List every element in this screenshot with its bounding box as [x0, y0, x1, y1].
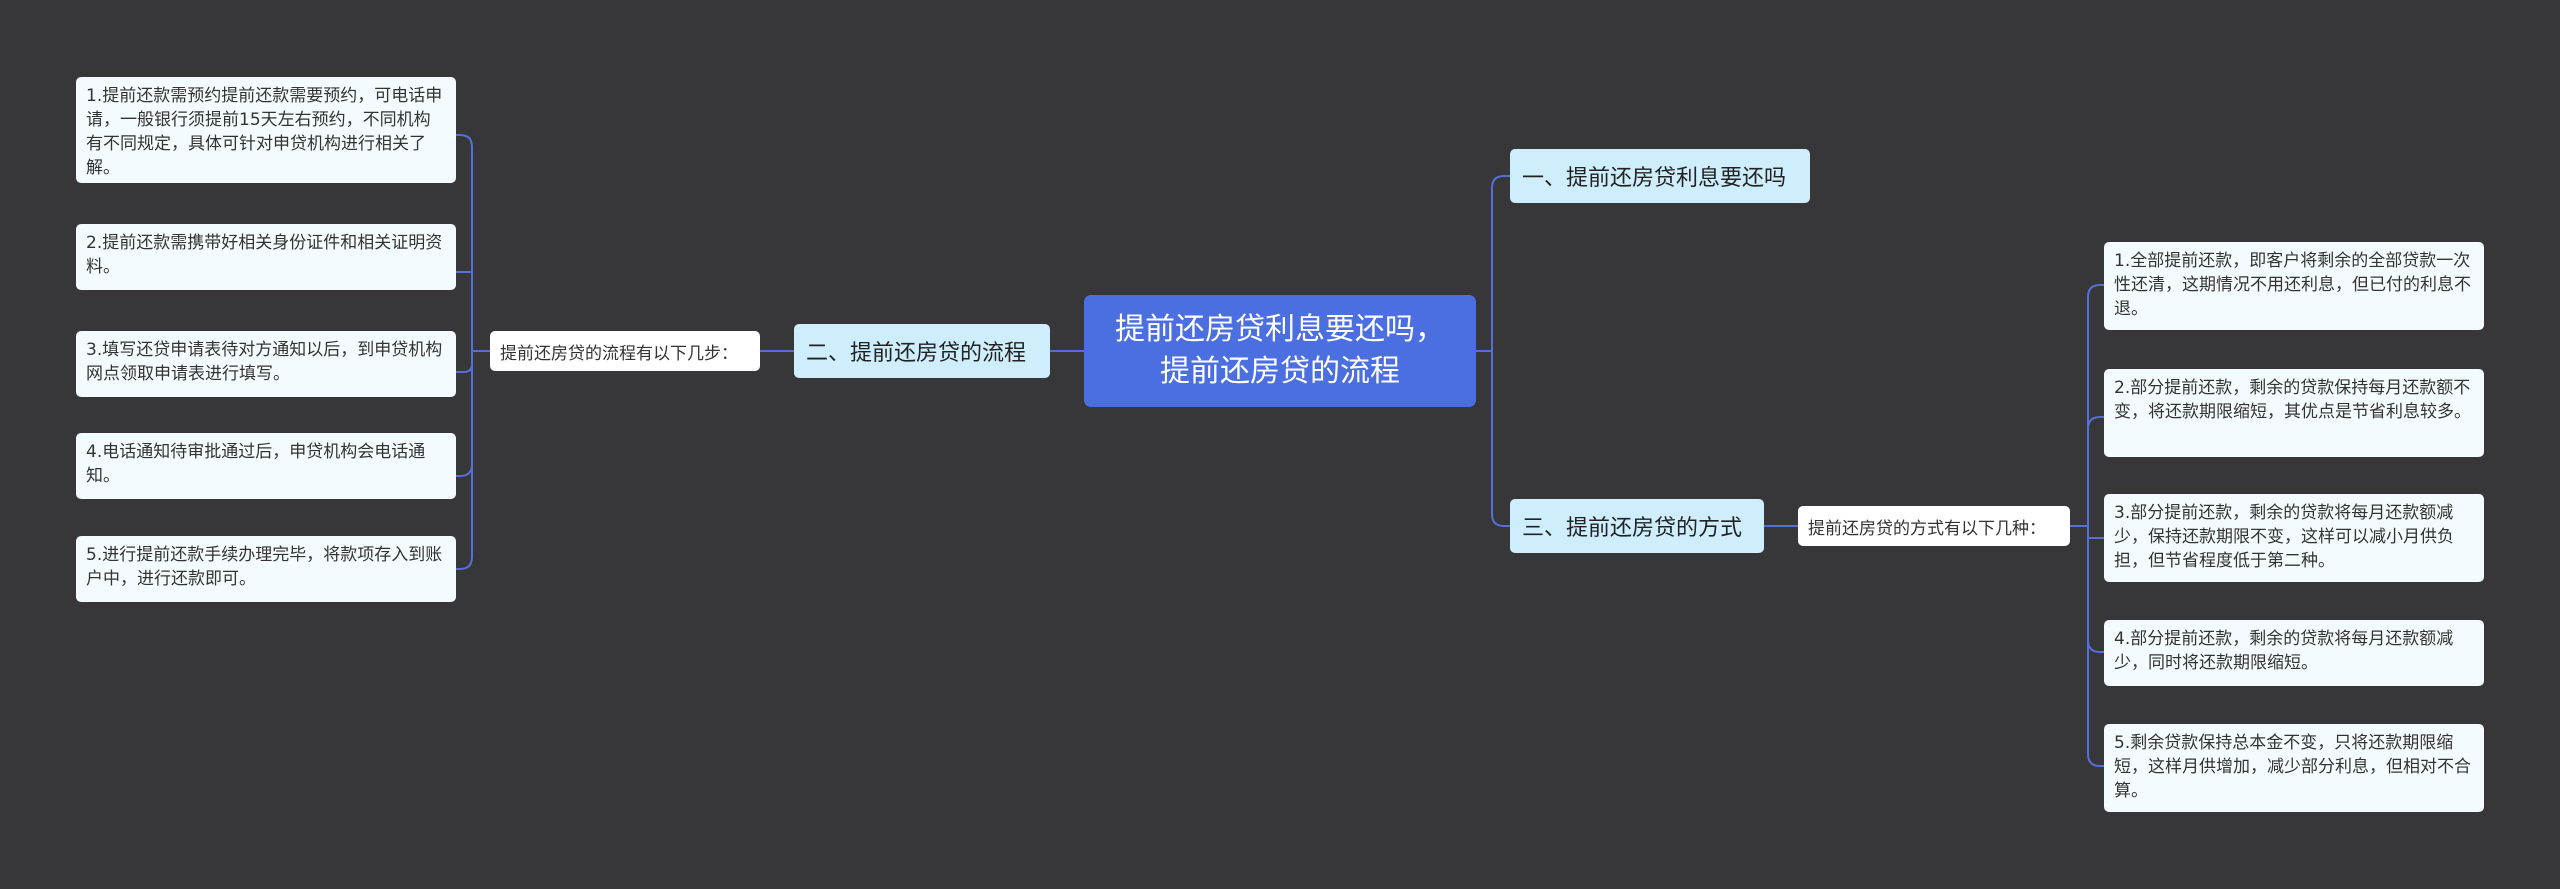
link-intro-items: [2070, 284, 2104, 767]
method-item-5[interactable]: 5.剩余贷款保持总本金不变，只将还款期限缩短，这样月供增加，减少部分利息，但相对…: [2104, 724, 2484, 812]
process-step-2[interactable]: 2.提前还款需携带好相关身份证件和相关证明资料。: [76, 224, 456, 290]
branch-repayment-process[interactable]: 二、提前还房贷的流程: [794, 324, 1050, 378]
process-step-4[interactable]: 4.电话通知待审批通过后，申贷机构会电话通知。: [76, 433, 456, 499]
methods-intro[interactable]: 提前还房贷的方式有以下几种：: [1798, 506, 2070, 546]
link-root-b1: [1476, 175, 1510, 352]
link-root-b3: [1491, 351, 1510, 527]
method-item-4[interactable]: 4.部分提前还款，剩余的贷款将每月还款额减少，同时将还款期限缩短。: [2104, 620, 2484, 686]
process-step-3[interactable]: 3.填写还贷申请表待对方通知以后，到申贷机构网点领取申请表进行填写。: [76, 331, 456, 397]
root-title-line-1: 提前还房贷利息要还吗，: [1115, 312, 1445, 347]
branch-interest-question[interactable]: 一、提前还房贷利息要还吗: [1510, 149, 1810, 203]
method-item-2[interactable]: 2.部分提前还款，剩余的贷款保持每月还款额不变，将还款期限缩短，其优点是节省利息…: [2104, 369, 2484, 457]
process-step-5[interactable]: 5.进行提前还款手续办理完毕，将款项存入到账户中，进行还款即可。: [76, 536, 456, 602]
root-topic[interactable]: 提前还房贷利息要还吗， 提前还房贷的流程: [1084, 295, 1476, 407]
process-step-1[interactable]: 1.提前还款需预约提前还款需要预约，可电话申请，一般银行须提前15天左右预约，不…: [76, 77, 456, 183]
process-intro[interactable]: 提前还房贷的流程有以下几步：: [490, 331, 760, 371]
link-intro-steps: [456, 134, 490, 570]
branch-repayment-methods[interactable]: 三、提前还房贷的方式: [1510, 499, 1764, 553]
method-item-3[interactable]: 3.部分提前还款，剩余的贷款将每月还款额减少，保持还款期限不变，这样可以减小月供…: [2104, 494, 2484, 582]
root-title-line-2: 提前还房贷的流程: [1160, 354, 1400, 389]
method-item-1[interactable]: 1.全部提前还款，即客户将剩余的全部贷款一次性还清，这期情况不用还利息，但已付的…: [2104, 242, 2484, 330]
